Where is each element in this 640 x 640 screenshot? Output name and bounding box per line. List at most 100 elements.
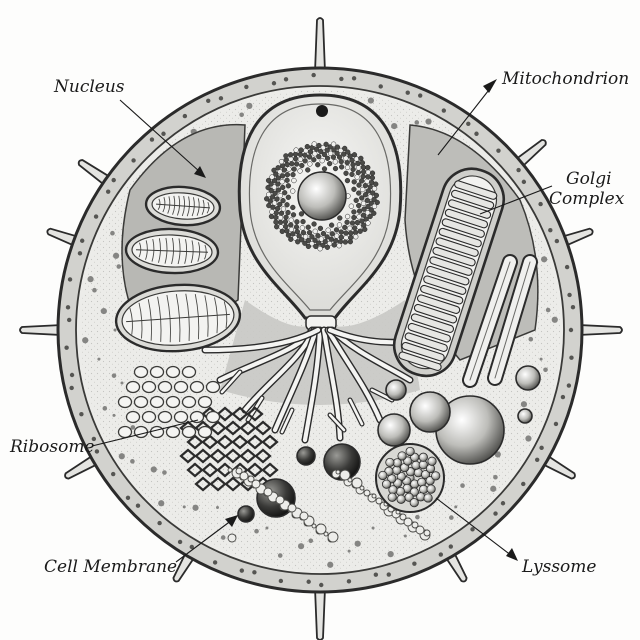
membrane-pore [548,228,553,233]
chromatin-granule [365,188,371,194]
chromatin-granule [361,206,367,212]
chromatin-granule [294,219,300,225]
chromatin-granule [284,172,291,178]
chromatin-granule [285,194,292,200]
chromatin-granules [264,141,380,252]
chromatin-granule [300,218,306,225]
chromatin-granule [364,210,371,216]
chromatin-granule [317,225,324,232]
mitochondrion-crista [420,284,464,305]
chromatin-granule [371,186,378,192]
chromatin-granule [353,197,359,204]
chromatin-granule [336,222,343,228]
projection-3 [577,324,623,336]
chromatin-granule [365,174,371,180]
granule [347,477,353,483]
chromatin-granule [344,213,351,220]
honeycomb-cell [165,365,181,379]
membrane-pore [206,98,211,103]
chromatin-granule [291,177,297,184]
membrane-pore [493,511,498,516]
chromatin-granule [313,146,320,152]
chromatin-granule [288,152,294,158]
chromatin-granule [312,228,318,234]
chromatin-granule [275,187,282,193]
chromatin-granule [302,234,309,240]
mitochondrion-crista [404,332,448,352]
label-golgi-line1: Golgi [566,169,612,189]
chromatin-granule [349,171,355,178]
lens-organelle-2 [124,227,220,275]
membrane-pore [418,93,423,98]
chromatin-granule [274,196,280,202]
lens-midline [126,313,230,323]
chromatin-granule [350,162,356,168]
lysosome-granule [420,469,431,480]
mitochondrion-organelle [392,167,505,378]
chromatin-granule [279,179,285,185]
granule [239,471,249,481]
mitochondrion-crista [454,180,498,200]
chromatin-granule [365,169,371,175]
membrane-pore [553,421,559,427]
granule [311,523,317,529]
chromatin-granule [288,217,294,223]
honeycomb-cell [173,410,189,424]
mesh-cell [246,406,264,422]
chromatin-granule [348,203,355,209]
membrane-pore [534,457,540,462]
chromatin-granule [290,172,296,178]
mitochondrion-crista [423,275,467,295]
granule [339,469,351,481]
er-branch-fill [280,408,294,434]
lysosome-granule [409,498,419,508]
membrane-pore [69,372,75,378]
chromatin-granule [302,158,308,164]
membrane-pore [157,520,162,526]
chromatin-granule [282,219,289,225]
vesicle-1 [296,446,316,466]
chromatin-granule [277,215,284,221]
lysosome-granule [427,456,437,466]
chromatin-granule [290,188,296,194]
chromatin-granule [283,223,289,230]
chromatin-granule [330,141,337,147]
mesh-cell [224,448,242,464]
mitochondrion-crista [432,246,476,267]
chromatin-granule [345,149,351,155]
membrane-pore [93,214,99,219]
lysosome-organelle [375,443,445,513]
chromatin-granule [334,233,340,239]
mesh-cell [194,476,212,492]
mesh-cell [254,420,272,436]
mitochondrion-crista [398,351,442,371]
membrane-pore [568,327,574,333]
chromatin-granule [275,175,281,181]
lens-organelle-1 [144,185,222,227]
chromatin-granule [371,203,378,209]
chromatin-granule [316,142,322,149]
membrane-pore [94,449,100,454]
chromatin-granule [336,243,342,249]
membrane-pore [466,121,471,126]
leader-lysosome [435,497,513,557]
projection-11 [46,227,81,248]
chromatin-granule [343,170,349,176]
arrowhead-nucleus [194,166,206,178]
chromatin-granule [265,184,271,191]
chromatin-granule [338,229,344,235]
honeycomb-cell [125,380,141,394]
chromatin-granule [329,231,335,237]
chromatin-granule [338,158,344,165]
chromatin-granule [294,161,300,167]
chromatin-granule [360,212,367,218]
label-mitochondrion: Mitochondrion [501,69,629,89]
chromatin-granule [343,155,349,161]
lysosome-granule [392,465,402,475]
chromatin-granule [272,190,278,196]
membrane-pore [244,84,249,90]
chromatin-granule [356,208,363,214]
membrane-pore [135,503,141,508]
chromatin-granule [328,236,334,242]
